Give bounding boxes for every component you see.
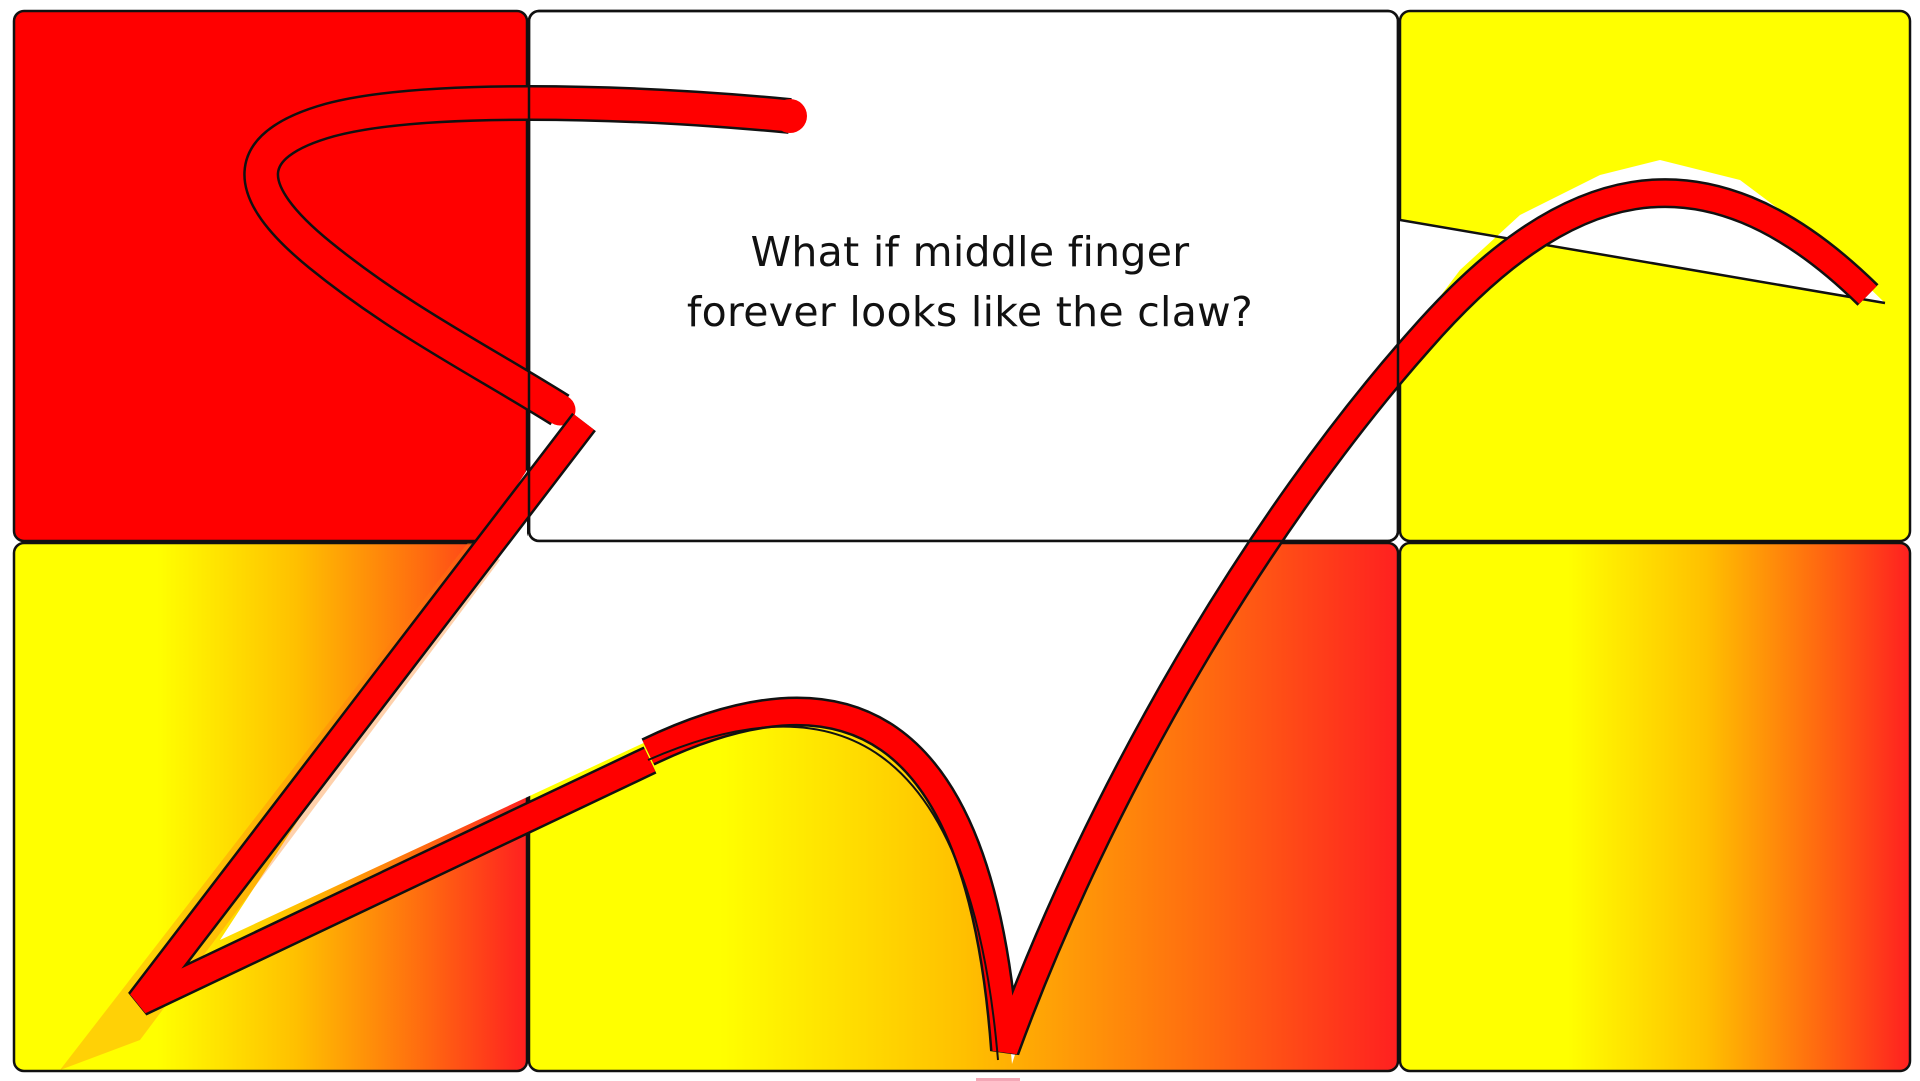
bottom-edge-mark (976, 1078, 1020, 1081)
claw-tip-line (1400, 218, 1886, 305)
caption-line-2: forever looks like the claw? (686, 288, 1254, 336)
claw-hump-stroke (642, 180, 1877, 1055)
claw-left-edge (130, 414, 656, 1014)
panel-top-left (12, 9, 529, 543)
panel-caption: What if middle finger forever looks like… (620, 222, 1320, 342)
claw-hook-end (773, 99, 807, 133)
claw-inner-line (647, 725, 999, 1061)
claw-hook-stroke (245, 87, 806, 426)
panel-top-center-border (527, 9, 1400, 543)
panel-bottom-right (1398, 541, 1912, 1073)
claw-speech-shape (220, 470, 1268, 1064)
caption-line-1: What if middle finger (750, 228, 1190, 276)
